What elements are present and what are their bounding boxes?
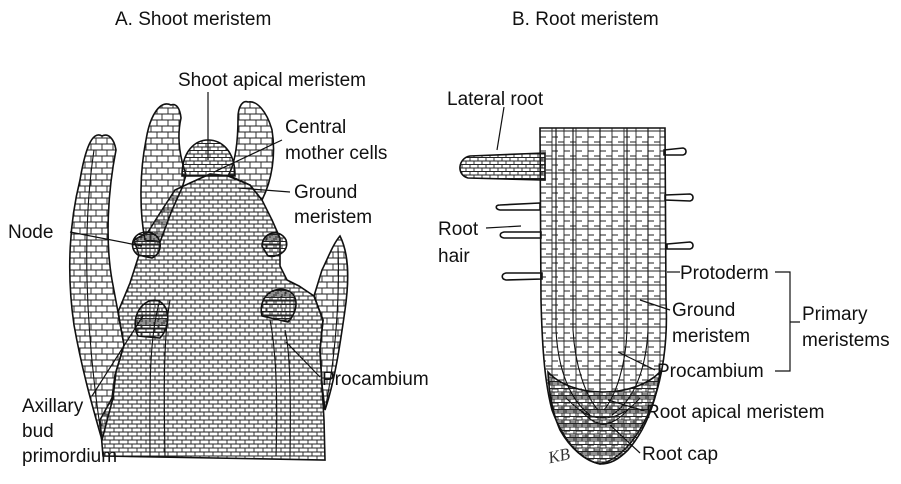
artist-signature: KB bbox=[545, 444, 572, 467]
label-root-hair-2: hair bbox=[438, 246, 470, 267]
label-axillary-2: bud bbox=[22, 421, 54, 442]
label-root-ground-meristem-1: Ground bbox=[672, 300, 735, 321]
label-central-mother-cells-2: mother cells bbox=[285, 143, 387, 164]
label-root-cap: Root cap bbox=[642, 444, 718, 465]
label-root-ground-meristem-2: meristem bbox=[672, 326, 750, 347]
shoot-panel-title: A. Shoot meristem bbox=[115, 9, 271, 30]
root-hair-5 bbox=[667, 242, 693, 249]
label-shoot-ground-meristem-2: meristem bbox=[294, 207, 372, 228]
label-shoot-procambium: Procambium bbox=[322, 369, 429, 390]
root-panel-title: B. Root meristem bbox=[512, 9, 659, 30]
label-node: Node bbox=[8, 222, 53, 243]
lateral-root bbox=[460, 153, 545, 180]
label-central-mother-cells-1: Central bbox=[285, 117, 346, 138]
root-hair-6 bbox=[664, 148, 686, 155]
label-protoderm: Protoderm bbox=[680, 263, 769, 284]
root-hair-2 bbox=[500, 232, 541, 238]
label-primary-meristems-2: meristems bbox=[802, 330, 890, 351]
label-root-apical-meristem: Root apical meristem bbox=[646, 402, 824, 423]
root-hair-3 bbox=[502, 273, 542, 280]
label-axillary-3: primordium bbox=[22, 446, 117, 467]
label-axillary-1: Axillary bbox=[22, 396, 84, 417]
label-shoot-apical-meristem: Shoot apical meristem bbox=[178, 70, 366, 91]
primary-meristems-bracket bbox=[775, 272, 800, 371]
label-root-procambium: Procambium bbox=[657, 361, 764, 382]
root-hair-4 bbox=[665, 194, 693, 201]
label-primary-meristems-1: Primary bbox=[802, 304, 868, 325]
label-shoot-ground-meristem-1: Ground bbox=[294, 182, 357, 203]
shoot-node-right bbox=[262, 233, 287, 256]
root-hair-1 bbox=[496, 203, 540, 210]
label-root-hair-1: Root bbox=[438, 219, 479, 240]
label-lateral-root: Lateral root bbox=[447, 89, 544, 110]
